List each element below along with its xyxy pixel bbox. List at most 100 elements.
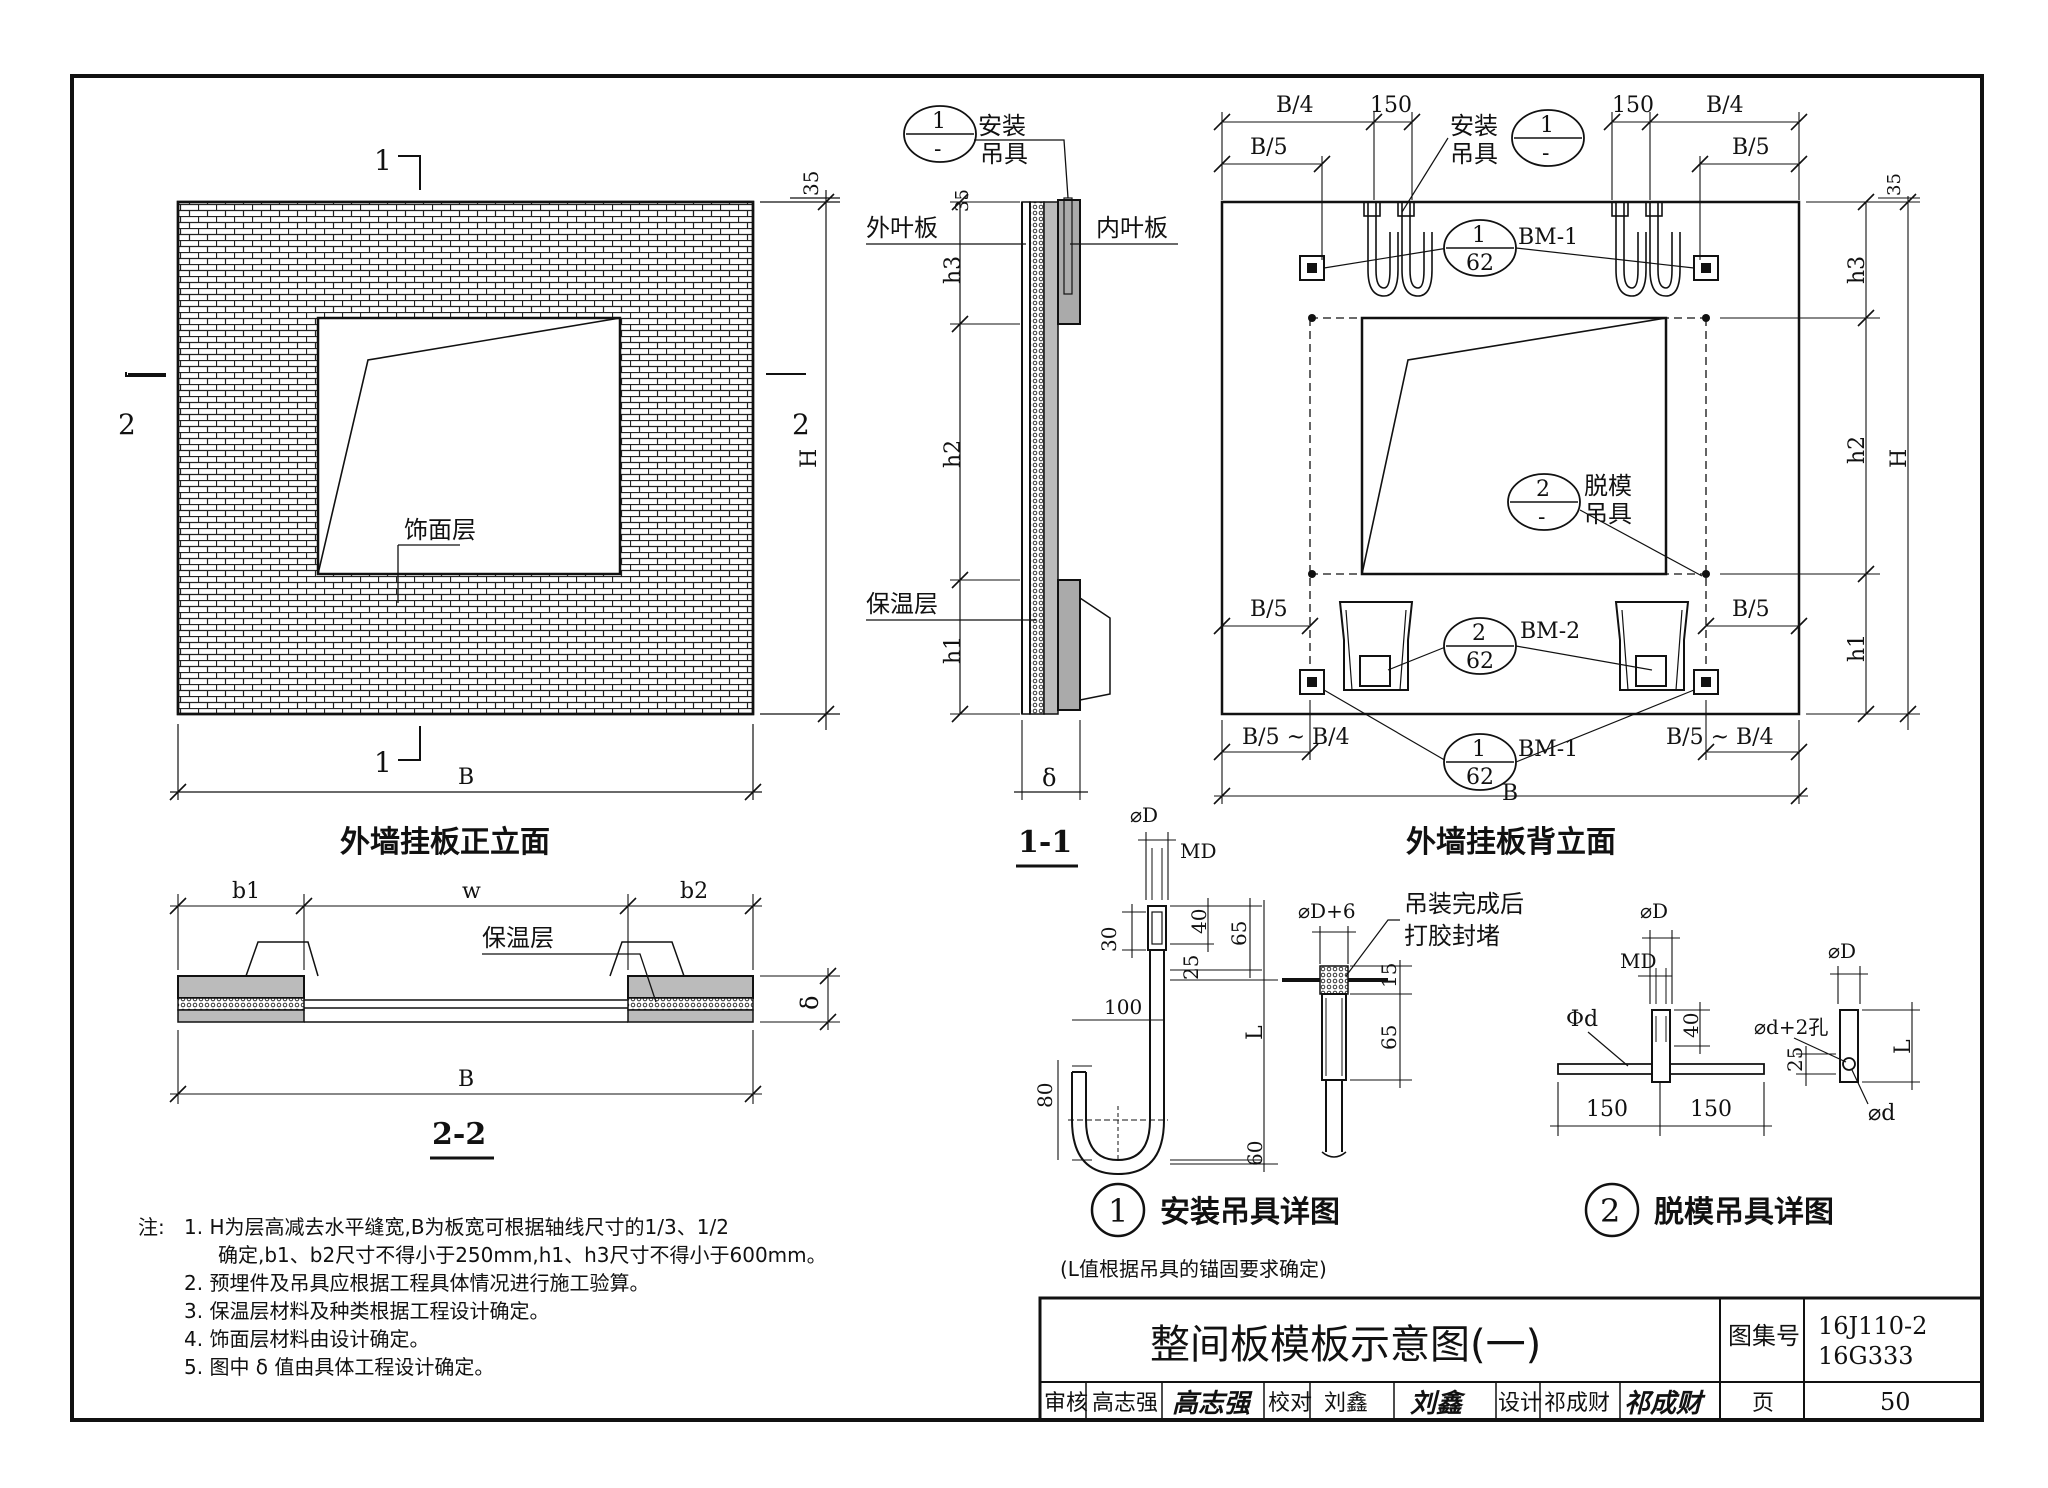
svg-text:BM-2: BM-2 <box>1520 619 1580 644</box>
svg-text:1: 1 <box>1472 223 1486 248</box>
svg-text:⌀D: ⌀D <box>1130 803 1158 827</box>
svg-text:打胶封堵: 打胶封堵 <box>1404 922 1500 950</box>
detail-2-title: 脱模吊具详图 <box>1654 1195 1834 1230</box>
svg-text:安装: 安装 <box>978 112 1026 140</box>
svg-text:B/4: B/4 <box>1276 93 1314 118</box>
svg-text:⌀D: ⌀D <box>1640 899 1668 923</box>
svg-text:-: - <box>1542 141 1549 166</box>
svg-text:4. 饰面层材料由设计确定。: 4. 饰面层材料由设计确定。 <box>184 1327 429 1351</box>
svg-text:(L值根据吊具的锚固要求确定): (L值根据吊具的锚固要求确定) <box>1060 1257 1327 1281</box>
svg-text:w: w <box>462 879 481 904</box>
detail-1-title: 安装吊具详图 <box>1160 1195 1340 1230</box>
svg-text:150: 150 <box>1612 93 1654 118</box>
svg-text:L: L <box>1891 1039 1916 1054</box>
svg-text:35: 35 <box>799 171 823 196</box>
svg-text:1: 1 <box>374 746 392 779</box>
svg-text:1: 1 <box>374 144 392 177</box>
svg-text:h2: h2 <box>1845 436 1870 464</box>
svg-text:内叶板: 内叶板 <box>1096 214 1168 242</box>
svg-text:1. H为层高减去水平缝宽,B为板宽可根据轴线尺寸的1/3、: 1. H为层高减去水平缝宽,B为板宽可根据轴线尺寸的1/3、1/2 <box>184 1215 729 1239</box>
svg-text:150: 150 <box>1586 1097 1628 1122</box>
svg-text:62: 62 <box>1466 251 1494 276</box>
svg-text:40: 40 <box>1679 1013 1703 1038</box>
svg-text:B/5: B/5 <box>1732 597 1770 622</box>
svg-text:h3: h3 <box>1845 256 1870 284</box>
finish-label: 饰面层 <box>404 516 476 544</box>
svg-text:60: 60 <box>1243 1141 1267 1166</box>
svg-text:外叶板: 外叶板 <box>866 214 938 242</box>
svg-text:δ: δ <box>796 996 824 1010</box>
svg-text:80: 80 <box>1033 1083 1057 1108</box>
svg-text:h1: h1 <box>1845 634 1870 662</box>
svg-text:图集号: 图集号 <box>1728 1322 1800 1350</box>
svg-text:B/5: B/5 <box>1732 135 1770 160</box>
svg-text:B/4: B/4 <box>1706 93 1744 118</box>
svg-text:65: 65 <box>1377 1025 1401 1050</box>
svg-text:B/5: B/5 <box>1250 135 1288 160</box>
svg-text:-: - <box>1538 505 1545 530</box>
svg-text:B: B <box>458 765 474 790</box>
svg-text:2: 2 <box>1472 621 1486 646</box>
svg-text:25: 25 <box>1179 955 1203 980</box>
svg-text:B: B <box>1502 781 1518 806</box>
svg-text:30: 30 <box>1097 927 1121 952</box>
svg-text:BM-1: BM-1 <box>1518 737 1578 762</box>
svg-text:保温层: 保温层 <box>866 590 938 618</box>
svg-text:设计: 设计 <box>1498 1391 1542 1416</box>
svg-text:B/5 ~ B/4: B/5 ~ B/4 <box>1242 725 1350 750</box>
back-elevation-title: 外墙挂板背立面 <box>1406 825 1616 860</box>
svg-text:5. 图中 δ 值由具体工程设计确定。: 5. 图中 δ 值由具体工程设计确定。 <box>184 1355 494 1379</box>
front-elevation-title: 外墙挂板正立面 <box>340 825 550 860</box>
svg-text:⌀d: ⌀d <box>1868 1101 1895 1126</box>
svg-text:40: 40 <box>1187 909 1211 934</box>
svg-text:h3: h3 <box>941 256 966 284</box>
svg-text:62: 62 <box>1466 649 1494 674</box>
svg-text:页: 页 <box>1752 1391 1774 1416</box>
svg-text:高志强: 高志强 <box>1172 1389 1253 1419</box>
detail-2-demolding: ⌀D MD Φd 40 150 150 ⌀D ⌀d+2孔 L 25 ⌀d 2 脱… <box>1550 899 1920 1238</box>
svg-text:150: 150 <box>1370 93 1412 118</box>
svg-text:-: - <box>934 137 941 162</box>
svg-text:保温层: 保温层 <box>482 924 554 952</box>
svg-text:h2: h2 <box>941 440 966 468</box>
svg-text:BM-1: BM-1 <box>1518 225 1578 250</box>
svg-text:B: B <box>458 1067 474 1092</box>
svg-text:100: 100 <box>1104 995 1142 1019</box>
svg-text:15: 15 <box>1377 963 1401 988</box>
svg-text:确定,b1、b2尺寸不得小于250mm,h1、h3尺寸不得小: 确定,b1、b2尺寸不得小于250mm,h1、h3尺寸不得小于600mm。 <box>218 1243 827 1267</box>
svg-text:MD: MD <box>1620 949 1657 973</box>
svg-text:祁成财: 祁成财 <box>1544 1391 1610 1416</box>
svg-text:35: 35 <box>1884 173 1905 196</box>
section-2-2: 保温层 b1 w b2 δ B 2-2 <box>169 879 840 1160</box>
svg-text:H: H <box>1887 449 1912 468</box>
svg-text:62: 62 <box>1466 765 1494 790</box>
svg-text:审核: 审核 <box>1044 1391 1088 1416</box>
svg-text:b2: b2 <box>680 879 708 904</box>
detail-1-lifting: ⌀D MD 30 40 65 25 100 L 80 60 ⌀D+6 吊装完成后 <box>1033 803 1524 1281</box>
back-elevation: 1 62 BM-1 安装 吊具 1 - 2 - 脱模 吊具 2 62 BM-2 … <box>1213 93 1920 860</box>
svg-text:B/5 ~ B/4: B/5 ~ B/4 <box>1666 725 1774 750</box>
svg-text:2: 2 <box>1536 477 1550 502</box>
svg-text:⌀d+2孔: ⌀d+2孔 <box>1754 1015 1828 1039</box>
section-2-2-title: 2-2 <box>432 1117 486 1152</box>
svg-text:16G333: 16G333 <box>1818 1342 1914 1370</box>
svg-text:h1: h1 <box>941 636 966 664</box>
svg-text:安装: 安装 <box>1450 112 1498 140</box>
svg-text:吊具: 吊具 <box>1584 500 1632 528</box>
svg-text:16J110-2: 16J110-2 <box>1818 1312 1927 1340</box>
svg-text:H: H <box>797 449 822 468</box>
svg-text:MD: MD <box>1180 839 1217 863</box>
svg-text:Φd: Φd <box>1566 1007 1598 1032</box>
svg-text:δ: δ <box>1042 764 1056 792</box>
svg-text:65: 65 <box>1227 921 1251 946</box>
svg-text:1: 1 <box>932 109 946 134</box>
svg-text:1: 1 <box>1108 1192 1128 1230</box>
svg-text:注:: 注: <box>138 1215 165 1239</box>
svg-text:2: 2 <box>1600 1192 1620 1230</box>
section-1-1-title: 1-1 <box>1018 825 1072 860</box>
front-elevation: 饰面层 1 1 2 2 H 35 B 外墙挂板正立面 <box>118 144 840 860</box>
svg-text:⌀D+6: ⌀D+6 <box>1298 899 1356 923</box>
svg-text:⌀D: ⌀D <box>1828 939 1856 963</box>
svg-text:刘鑫: 刘鑫 <box>1410 1389 1466 1419</box>
